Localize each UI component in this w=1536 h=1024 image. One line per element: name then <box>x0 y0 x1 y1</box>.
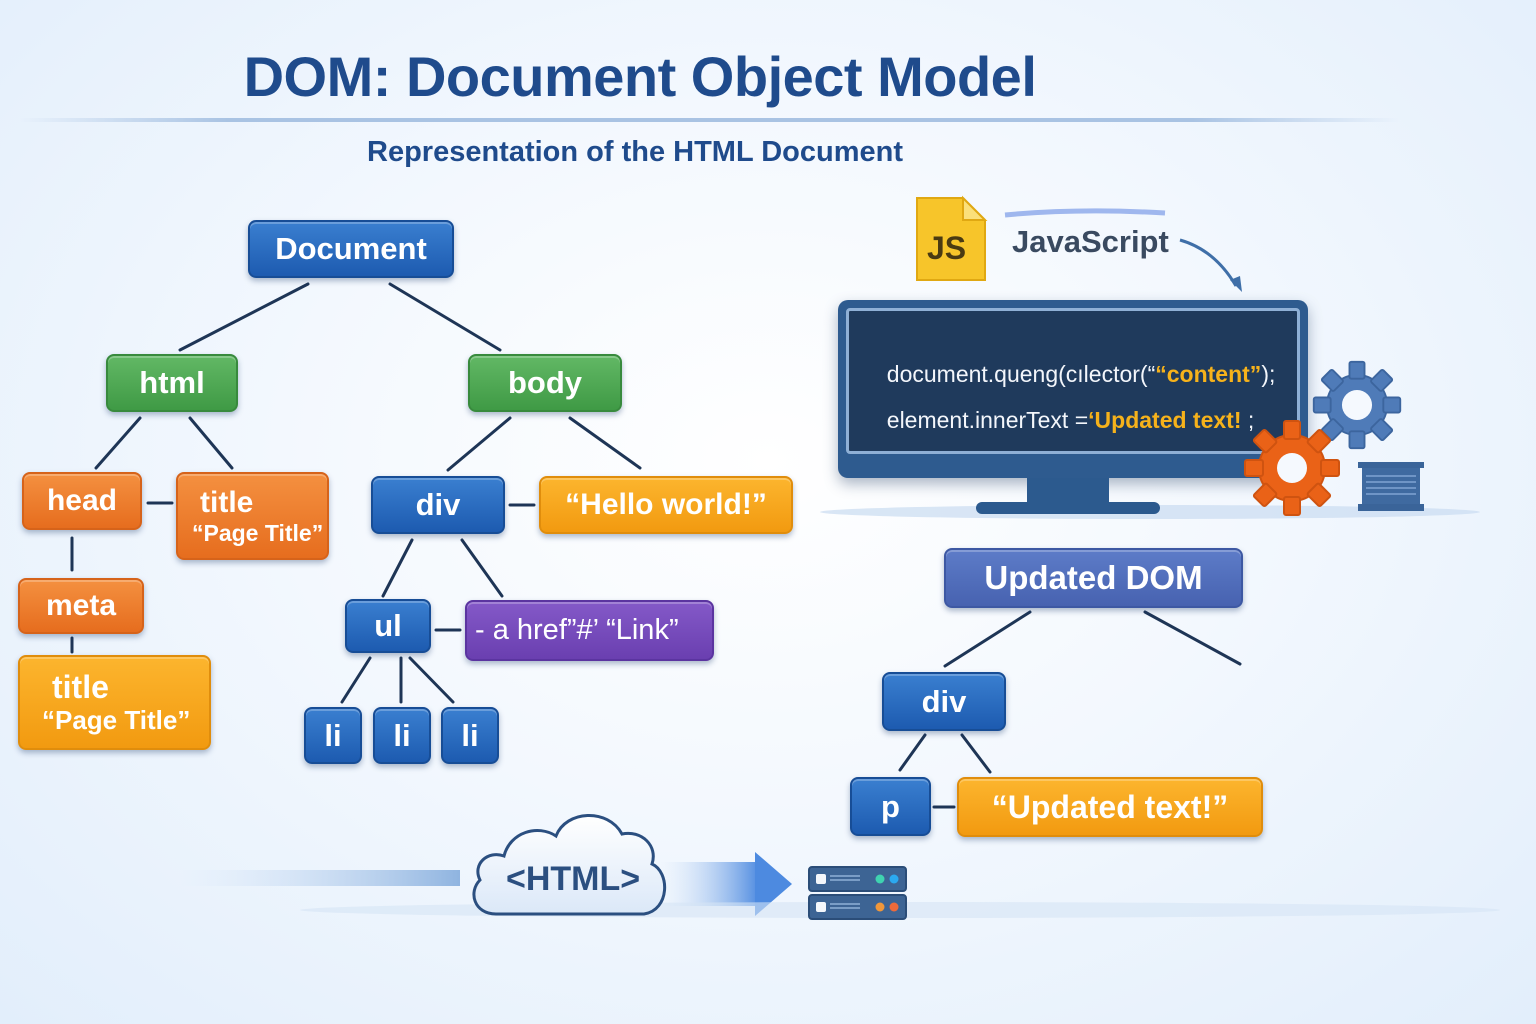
node-li-3-label: li <box>461 717 479 753</box>
edge-ul-li3 <box>408 656 455 704</box>
code-line-2: element.innerText =‘Updated text! ; <box>874 380 1255 434</box>
node-meta-title[interactable]: title “Page Title” <box>18 655 211 750</box>
js-file-icon: JS <box>913 194 989 284</box>
node-body-label: body <box>507 365 583 401</box>
code-line-1-suffix: ); <box>1261 361 1276 387</box>
node-html-label: html <box>139 365 205 401</box>
node-li-3[interactable]: li <box>441 707 499 764</box>
node-link-label: - a href”#’ “Link” <box>475 613 679 646</box>
node-ul[interactable]: ul <box>345 599 431 653</box>
node-li-2[interactable]: li <box>373 707 431 764</box>
javascript-label: JavaScript <box>1012 224 1169 259</box>
node-link[interactable]: - a href”#’ “Link” <box>465 600 714 661</box>
node-hello-text-label: “Hello world!” <box>565 487 767 521</box>
edge-div-link <box>460 538 504 598</box>
node-updated-dom-label: Updated DOM <box>984 559 1203 597</box>
node-hello-text[interactable]: “Hello world!” <box>539 476 793 534</box>
js-file-badge: JS <box>927 230 967 266</box>
node-head[interactable]: head <box>22 472 142 530</box>
node-updated-text[interactable]: “Updated text!” <box>957 777 1263 837</box>
code-line-2-suffix: ; <box>1241 407 1255 433</box>
js-swoosh <box>1004 208 1166 218</box>
server-rack-icon <box>808 866 907 920</box>
title-divider <box>20 118 1400 122</box>
edge-html-head <box>94 416 142 470</box>
node-head-label: head <box>46 483 118 517</box>
cloud-label: <HTML> <box>506 860 641 898</box>
code-line-2-prefix: element.innerText = <box>886 407 1089 433</box>
node-updated-dom[interactable]: Updated DOM <box>944 548 1243 608</box>
blue-gear-icon <box>1312 360 1402 450</box>
node-li-1[interactable]: li <box>304 707 362 764</box>
edge-html-title <box>188 416 234 470</box>
node-updated-div[interactable]: div <box>882 672 1006 731</box>
edge-document-body <box>388 282 502 352</box>
edge-document-html <box>178 282 310 352</box>
node-div[interactable]: div <box>371 476 505 534</box>
cloud-icon <box>472 814 666 916</box>
node-updated-p[interactable]: p <box>850 777 931 836</box>
node-document-label: Document <box>275 231 427 267</box>
node-body[interactable]: body <box>468 354 622 412</box>
node-li-1-label: li <box>324 717 342 753</box>
edge-updated-div <box>943 610 1032 668</box>
js-arrow <box>1179 238 1238 287</box>
node-li-2-label: li <box>393 717 411 753</box>
server-box-icon <box>1358 462 1424 511</box>
flow-left-band <box>180 870 460 886</box>
code-line-1: document.queng(cılector(““content”); <box>874 334 1276 388</box>
node-document[interactable]: Document <box>248 220 454 278</box>
code-line-2-highlight: ‘Updated text! <box>1088 407 1242 433</box>
node-updated-text-label: “Updated text!” <box>991 788 1229 825</box>
code-line-1-prefix: document.queng(cılector(“ <box>886 361 1156 387</box>
node-updated-p-label: p <box>881 788 900 824</box>
orange-gear-icon <box>1244 420 1340 516</box>
edge-div-ul <box>381 538 414 598</box>
edge-body-hello <box>568 416 642 470</box>
node-html[interactable]: html <box>106 354 238 412</box>
monitor-stand <box>1027 478 1109 504</box>
code-screen <box>846 308 1300 454</box>
node-meta[interactable]: meta <box>18 578 144 634</box>
node-meta-title-tag: title <box>52 669 109 706</box>
monitor-base <box>976 502 1160 514</box>
node-ul-label: ul <box>374 608 402 644</box>
node-title-text: “Page Title” <box>192 520 324 547</box>
node-updated-div-label: div <box>921 683 967 719</box>
flow-arrow-body <box>660 862 760 906</box>
edge-div-text <box>960 733 992 774</box>
node-meta-label: meta <box>45 588 117 622</box>
node-title-tag: title <box>200 485 254 519</box>
edge-ul-li1 <box>340 656 372 704</box>
edge-div-p <box>898 733 927 772</box>
page-title: DOM: Document Object Model <box>243 45 1037 108</box>
node-title[interactable]: title “Page Title” <box>176 472 329 560</box>
code-line-1-highlight: “content” <box>1155 361 1262 387</box>
page-subtitle: Representation of the HTML Document <box>367 136 903 168</box>
flow-arrow-head <box>755 852 792 916</box>
edge-body-div <box>446 416 512 472</box>
node-meta-title-text: “Page Title” <box>42 704 191 735</box>
node-div-label: div <box>415 487 461 523</box>
edge-updated-right <box>1143 610 1242 666</box>
js-arrow-head <box>1230 276 1242 292</box>
